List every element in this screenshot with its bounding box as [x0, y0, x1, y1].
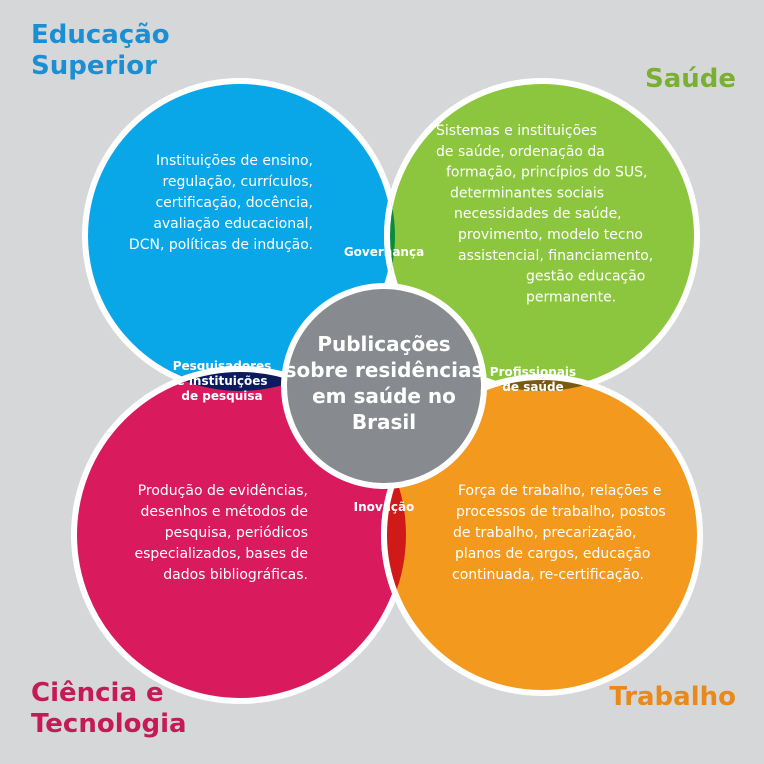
educacao-text-line: regulação, currículos, — [162, 174, 313, 190]
center-label-line: em saúde no — [312, 384, 456, 408]
saude-text-line: permanente. — [526, 289, 616, 305]
lens-pesquisadores — [85, 366, 395, 391]
educacao-text-line: certificação, docência, — [155, 195, 313, 211]
saude-text-line: formação, princípios do SUS, — [446, 165, 647, 181]
trabalho-text-line: processos de trabalho, postos — [456, 504, 666, 520]
center-label-line: Brasil — [352, 410, 416, 434]
ciencia-text-line: dados bibliográficas. — [163, 567, 308, 583]
inovacao-label-line: Inovação — [354, 500, 415, 514]
center-circle — [281, 283, 487, 489]
text-educacao: Instituições de ensino, regulação, curríc… — [129, 153, 313, 253]
educacao-text-line: avaliação educacional, — [153, 216, 313, 232]
label-inovacao: Inovação — [354, 500, 415, 514]
governanca-label-line: Governança — [344, 245, 424, 259]
title-trabalho: Trabalho — [609, 682, 736, 712]
trabalho-text-line: planos de cargos, educação — [455, 546, 650, 562]
trabalho-text-line: de trabalho, precarização, — [453, 525, 637, 541]
saude-text-line: Sistemas e instituições — [436, 123, 597, 139]
saude-text-line: assistencial, financiamento, — [458, 248, 653, 264]
center-label-line: sobre residências — [285, 358, 484, 382]
title-ciencia-e-tecnologia: Ciência e Tecnologia — [31, 678, 187, 739]
saude-text-line: necessidades de saúde, — [454, 206, 622, 222]
text-saude: Sistemas e instituições de saúde, ordenaç… — [436, 123, 653, 305]
title-saude: Saúde — [644, 64, 736, 94]
ciencia-text-line: Produção de evidências, — [138, 483, 308, 499]
pesquisadores-label-line: e instituições — [177, 374, 268, 388]
ciencia-text-line: desenhos e métodos de — [140, 504, 308, 520]
saude-text-line: gestão educação — [526, 269, 645, 285]
text-trabalho: Força de trabalho, relações e processos d… — [452, 483, 666, 583]
saude-text-line: provimento, modelo tecno — [458, 227, 643, 243]
lens-profissionais — [387, 374, 697, 391]
educacao-text-line: DCN, políticas de indução. — [129, 237, 313, 253]
label-governanca: Governança — [344, 245, 424, 259]
saude-text-line: de saúde, ordenação da — [436, 144, 605, 160]
trabalho-text-line: continuada, re-certificação. — [452, 567, 644, 583]
profissionais-label-line: de saúde — [502, 380, 563, 394]
profissionais-label-line: Profissionais — [490, 365, 576, 379]
saude-text-line: determinantes sociais — [450, 185, 604, 201]
center-label-line: Publicações — [317, 332, 450, 356]
lens-governanca — [384, 81, 395, 391]
trabalho-text-line: Força de trabalho, relações e — [458, 483, 662, 499]
educacao-text-line: Instituições de ensino, — [156, 153, 313, 169]
ciencia-text-line: pesquisa, periódicos — [165, 525, 308, 541]
title-educacao-superior: Educação Superior — [31, 20, 170, 81]
text-ciencia: Produção de evidências, desenhos e método… — [134, 483, 308, 583]
pesquisadores-label-line: de pesquisa — [181, 389, 262, 403]
lens-inovacao — [381, 374, 406, 696]
ciencia-text-line: especializados, bases de — [134, 546, 308, 562]
pesquisadores-label-line: Pesquisadores — [173, 359, 272, 373]
